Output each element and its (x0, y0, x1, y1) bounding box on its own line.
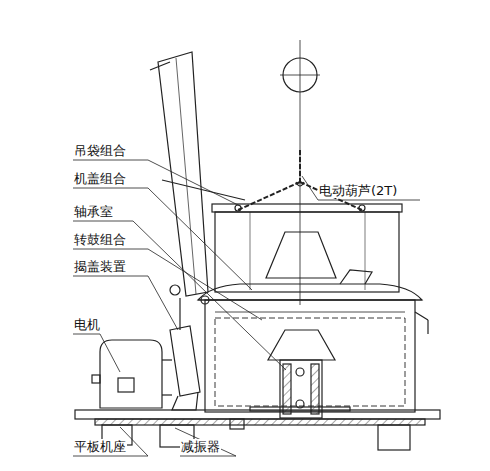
vibration-damper (102, 419, 410, 450)
part-label: 电动葫芦(2T) (318, 183, 398, 198)
bearing-housing (280, 360, 322, 418)
bearing-housing (296, 368, 304, 376)
machine-lid (198, 284, 422, 300)
electric-hoist (300, 40, 301, 305)
base-plate (250, 407, 350, 411)
bag-assembly (250, 212, 251, 290)
drum-assembly (215, 318, 405, 406)
leader-line (73, 334, 120, 372)
electric-hoist (280, 40, 320, 305)
leader-line (73, 160, 420, 456)
lid-opening-cylinder (172, 392, 198, 410)
bearing-housing (268, 330, 335, 418)
part-label: 揭盖装置 (73, 259, 127, 274)
hoist-chain (238, 150, 362, 210)
bag-assembly (359, 205, 365, 211)
motor (100, 340, 162, 408)
part-label: 机盖组合 (73, 171, 127, 186)
vibration-damper (378, 425, 410, 450)
hoist-chain (299, 150, 301, 182)
vibration-damper (230, 419, 244, 429)
machine-lid (198, 270, 422, 300)
machine-housing (205, 300, 415, 412)
machine-lid (340, 270, 372, 284)
lid-opening-cylinder (170, 298, 200, 410)
part-label: 减振器 (180, 439, 221, 454)
hoist-hook (296, 182, 304, 186)
lid-lifting-arm (176, 58, 196, 294)
leader-line (73, 221, 286, 370)
part-label: 电机 (73, 317, 101, 332)
motor (162, 359, 172, 360)
lid-lifting-arm (170, 285, 180, 295)
lid-opening-cylinder (179, 298, 180, 330)
hoist-chain (238, 182, 300, 210)
motor (118, 378, 134, 392)
bag-assembly (266, 232, 336, 278)
part-label: 吊袋组合 (73, 143, 127, 158)
machine-housing (427, 320, 428, 334)
lid-lifting-arm (201, 296, 209, 304)
bearing-housing (268, 330, 335, 360)
lid-lifting-arm (150, 62, 170, 70)
machine-housing (415, 312, 428, 320)
bag-assembly (365, 212, 366, 290)
leader-line (73, 188, 252, 290)
bag-assembly (212, 204, 402, 212)
part-label: 平板机座 (73, 439, 127, 454)
leader-line (318, 200, 420, 201)
motor (162, 394, 172, 395)
machine-housing (215, 312, 405, 313)
motor (92, 340, 172, 408)
lid-lifting-arm (162, 180, 245, 200)
base-plate (75, 407, 440, 425)
leader-line (302, 176, 318, 200)
base-plate (95, 419, 425, 425)
leader-line (73, 160, 240, 206)
drum-assembly (215, 318, 405, 406)
lid-opening-cylinder (170, 326, 200, 396)
part-label: 轴承室 (73, 204, 114, 219)
leader-line (73, 249, 262, 320)
leader-line (175, 428, 236, 456)
bag-assembly (215, 212, 399, 292)
bag-assembly (235, 205, 241, 211)
lid-lifting-arm (158, 52, 208, 296)
motor (92, 375, 100, 383)
lid-lifting-arm (150, 52, 245, 304)
leader-line (73, 427, 148, 456)
part-label: 转鼓组合 (73, 232, 127, 247)
